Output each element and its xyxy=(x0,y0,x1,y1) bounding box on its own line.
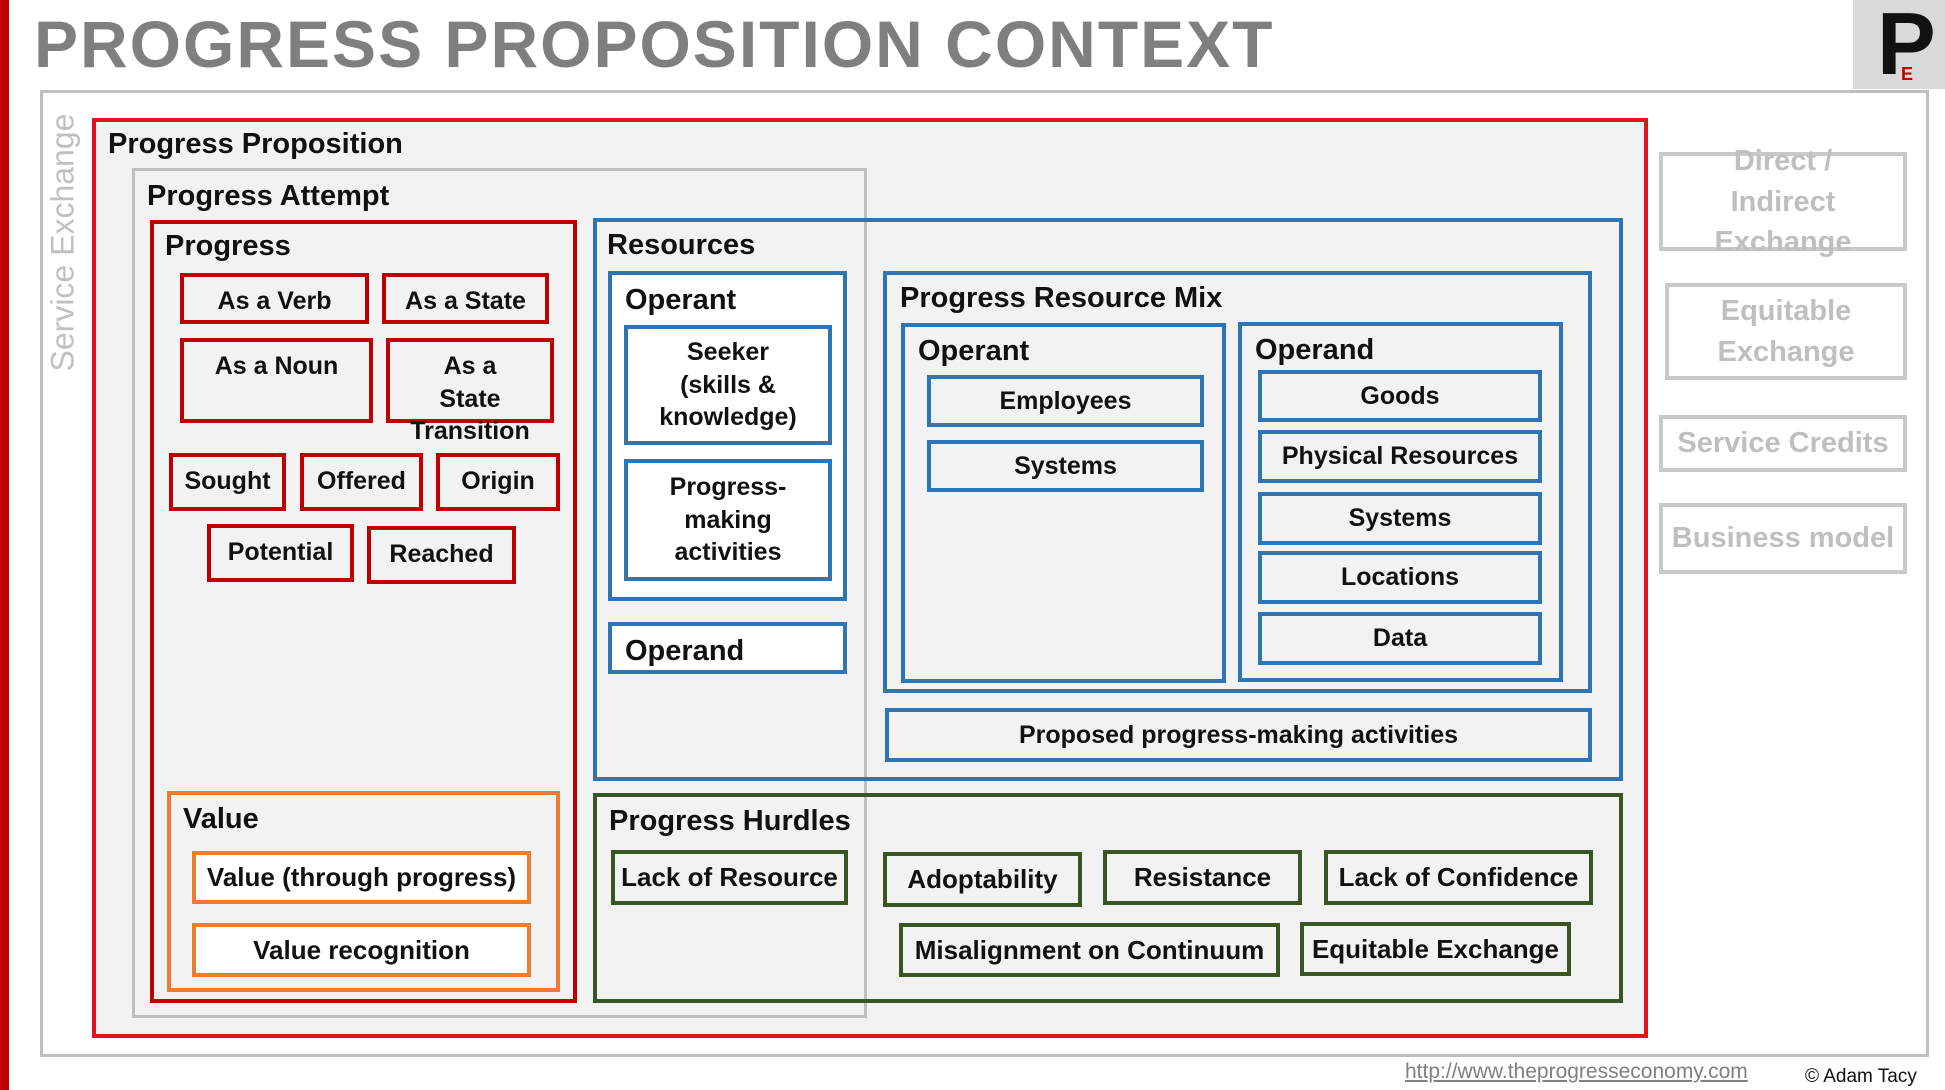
progress-aspect-offered: Offered xyxy=(300,453,423,511)
value-box xyxy=(167,791,560,992)
resources-box xyxy=(593,218,1623,781)
progress-hurdles-title: Progress Hurdles xyxy=(609,805,851,837)
logo-letter: P xyxy=(1877,0,1936,93)
hurdle-equitable-exchange: Equitable Exchange xyxy=(1300,922,1571,976)
progress-resource-mix-box xyxy=(883,271,1592,693)
mix-operand-systems: Systems xyxy=(1258,492,1542,545)
progress-aspect-origin: Origin xyxy=(436,453,560,511)
proposed-progress-making-activities: Proposed progress-making activities xyxy=(885,708,1592,762)
side-direct-indirect-exchange: Direct / Indirect Exchange xyxy=(1659,145,1907,258)
progress-attempt-title: Progress Attempt xyxy=(147,180,390,212)
progress-aspect-sought: Sought xyxy=(169,453,286,511)
progress-form-state: As a State xyxy=(382,273,549,324)
footer-copyright: © Adam Tacy xyxy=(1805,1066,1917,1087)
progress-hurdles-box xyxy=(593,793,1623,1003)
progress-form-verb: As a Verb xyxy=(180,273,369,324)
side-service-credits: Service Credits xyxy=(1659,415,1907,472)
side-equitable-exchange: Equitable Exchange xyxy=(1665,283,1907,380)
progress-attempt-box xyxy=(132,168,867,1018)
mix-operant-box xyxy=(901,323,1226,683)
service-exchange-label: Service Exchange xyxy=(44,113,81,372)
mix-operand-title: Operand xyxy=(1255,334,1375,366)
mix-operand-locations: Locations xyxy=(1258,551,1542,604)
mix-operand-goods: Goods xyxy=(1258,370,1542,422)
mix-operand-data: Data xyxy=(1258,612,1542,665)
progress-form-noun: As a Noun xyxy=(180,338,373,423)
resources-operand-title: Operand xyxy=(625,635,745,667)
progress-title: Progress xyxy=(165,230,291,262)
progress-aspect-potential: Potential xyxy=(207,524,354,582)
operant-seeker: Seeker (skills & knowledge) xyxy=(624,325,832,445)
resources-operand-box xyxy=(608,622,847,674)
hurdle-lack-of-resource: Lack of Resource xyxy=(611,850,848,905)
progress-resource-mix-title: Progress Resource Mix xyxy=(900,282,1223,314)
hurdle-adoptability: Adoptability xyxy=(883,852,1082,907)
service-exchange-frame xyxy=(40,90,1929,1057)
progress-proposition-title: Progress Proposition xyxy=(108,128,403,160)
progress-form-state-transition: As a State Transition xyxy=(386,338,554,445)
hurdle-resistance: Resistance xyxy=(1103,850,1302,905)
side-business-model: Business model xyxy=(1659,503,1907,574)
value-title: Value xyxy=(183,803,259,835)
progress-aspect-reached: Reached xyxy=(367,526,516,584)
left-accent-bar xyxy=(0,0,9,1090)
mix-operand-physical-resources: Physical Resources xyxy=(1258,430,1542,483)
footer-website-link[interactable]: http://www.theprogresseconomy.com xyxy=(1405,1060,1748,1083)
hurdle-misalignment-on-continuum: Misalignment on Continuum xyxy=(899,923,1280,977)
logo-sub-letter: E xyxy=(1901,64,1914,84)
mix-operant-systems: Systems xyxy=(927,440,1204,492)
mix-operand-box xyxy=(1238,322,1563,682)
resources-title: Resources xyxy=(607,229,756,261)
page-title: PROGRESS PROPOSITION CONTEXT xyxy=(34,7,1275,81)
resources-operant-title: Operant xyxy=(625,284,737,316)
value-recognition: Value recognition xyxy=(192,923,531,977)
value-through-progress: Value (through progress) xyxy=(192,851,531,904)
mix-operant-employees: Employees xyxy=(927,375,1204,427)
operant-progress-making-activities: Progress-making activities xyxy=(624,459,832,581)
logo: P E xyxy=(1853,0,1945,89)
mix-operant-title: Operant xyxy=(918,335,1030,367)
hurdle-lack-of-confidence: Lack of Confidence xyxy=(1324,850,1593,905)
